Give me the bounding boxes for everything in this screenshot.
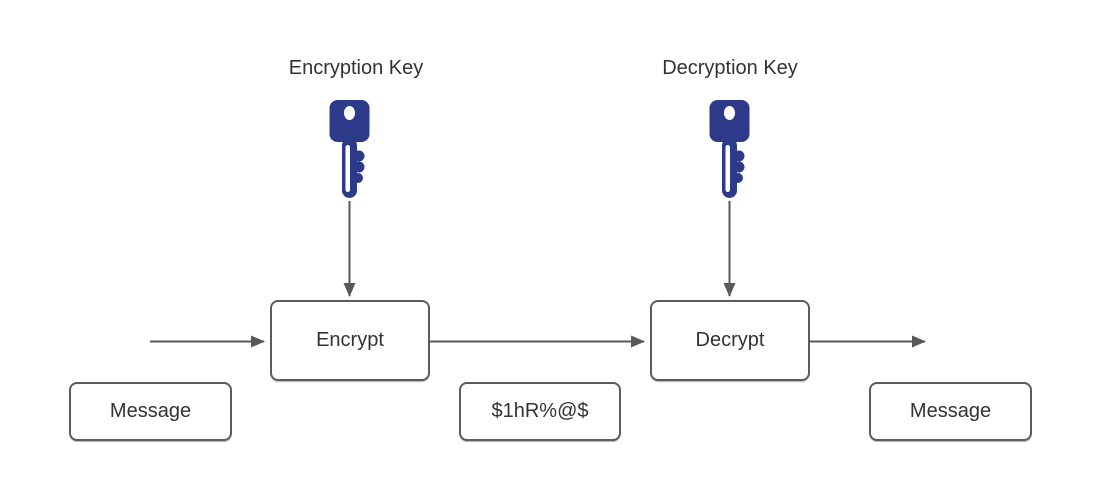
key-icon: [329, 100, 370, 198]
decryption-key-label: Decryption Key: [662, 57, 798, 79]
message-input-node: Message: [69, 382, 232, 441]
encrypt-node-label: Encrypt: [316, 329, 384, 351]
key-icon: [709, 100, 750, 198]
decrypt-node-label: Decrypt: [695, 329, 765, 351]
message-output-label: Message: [909, 400, 992, 422]
message-input-label: Message: [109, 400, 192, 422]
ciphertext-node: $1hR%@$: [459, 382, 621, 441]
message-output-node: Message: [869, 382, 1032, 441]
decrypt-node: Decrypt: [650, 300, 810, 381]
ciphertext-label: $1hR%@$: [491, 400, 589, 422]
encrypt-node: Encrypt: [270, 300, 430, 381]
encryption-key-label: Encryption Key: [288, 57, 424, 79]
